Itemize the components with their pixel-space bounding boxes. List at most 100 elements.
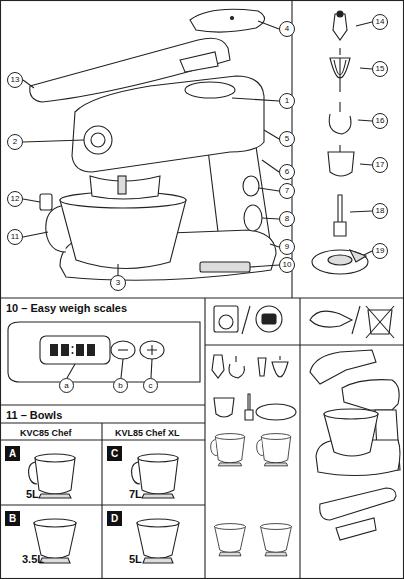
scales-illustration-part <box>121 359 123 378</box>
care-icons-part <box>219 315 233 329</box>
callout-number: 3 <box>116 279 120 287</box>
callout-circle: 1 <box>279 93 295 109</box>
mixer-head-up <box>310 350 400 540</box>
scales-illustration <box>8 322 200 382</box>
leader-lines-part <box>350 211 372 212</box>
callout-number: 16 <box>376 117 385 125</box>
letter-box: A <box>5 446 20 461</box>
leader-lines-part <box>232 98 279 101</box>
callout-number: 12 <box>11 195 20 203</box>
stand-mixer-part <box>185 82 235 98</box>
dishwasher-safe-parts-part <box>211 434 245 466</box>
dishwasher-safe-parts <box>211 355 296 556</box>
stand-mixer-part <box>72 76 264 172</box>
callout-number: 1 <box>285 97 289 105</box>
callout-circle: a <box>59 378 74 393</box>
leader-lines-part <box>23 140 84 142</box>
callout-circle: 11 <box>7 229 23 245</box>
care-icons-part <box>214 306 238 332</box>
callout-circle: 7 <box>279 183 295 199</box>
leader-lines-part <box>358 120 372 121</box>
leader-lines-part <box>117 264 118 275</box>
accessories-part <box>337 11 343 17</box>
mixer-head-up-part <box>336 518 376 540</box>
letter-box: D <box>107 511 122 526</box>
leader-lines-part <box>250 265 279 267</box>
stand-mixer-part <box>200 262 250 272</box>
scales-illustration-part <box>147 345 157 355</box>
leader-lines-part <box>360 164 372 165</box>
accessories-part <box>330 48 350 92</box>
callout-circle: 10 <box>279 257 295 273</box>
callout-number: b <box>118 382 122 390</box>
stand-mixer-part <box>118 176 126 194</box>
leader-lines-part <box>23 232 48 237</box>
callout-circle: 15 <box>372 61 388 77</box>
callout-circle: 9 <box>279 239 295 255</box>
bowl-letter: B <box>9 513 16 524</box>
callout-circle: 18 <box>372 203 388 219</box>
letter-box: C <box>107 446 122 461</box>
bowl-drawings-part <box>137 519 179 563</box>
callout-number: 15 <box>376 65 385 73</box>
care-icons-part <box>256 306 282 332</box>
leader-lines-part <box>259 188 279 191</box>
care-icons-part <box>366 306 394 338</box>
leader-lines-part <box>270 244 279 247</box>
stand-mixer-part <box>84 126 112 154</box>
bowl-drawings <box>29 454 179 563</box>
stand-mixer-part <box>190 9 265 32</box>
scales-illustration-part-part <box>76 344 84 356</box>
callout-number: 8 <box>285 215 289 223</box>
stand-mixer <box>30 9 276 280</box>
dishwasher-safe-parts-part <box>229 356 244 378</box>
leader-lines <box>23 21 372 275</box>
scales-illustration-part-part <box>72 352 74 354</box>
callout-circle: 19 <box>372 243 388 259</box>
stand-mixer-part <box>40 194 52 210</box>
care-icons <box>214 306 394 338</box>
callout-number: 5 <box>285 135 289 143</box>
leader-lines-part <box>258 21 279 29</box>
leader-lines-part <box>23 80 34 88</box>
mixer-head-up-part <box>324 409 378 419</box>
accessories-part <box>328 255 352 265</box>
care-icons-part <box>310 311 352 327</box>
callout-number: 11 <box>11 233 19 241</box>
scales-illustration-part <box>8 322 200 382</box>
capacity-label: 5L <box>26 488 39 500</box>
letter-box: B <box>5 511 20 526</box>
capacity-label: 3.5L <box>22 553 44 565</box>
callout-circle: 3 <box>110 275 126 291</box>
accessories-part <box>329 102 351 134</box>
accessories-part <box>333 14 347 40</box>
leader-lines-part <box>356 22 372 26</box>
dishwasher-safe-parts-part <box>261 524 292 556</box>
accessories-part <box>334 195 346 236</box>
callout-number: 9 <box>285 243 289 251</box>
callout-circle: b <box>113 378 128 393</box>
callout-number: 6 <box>285 168 289 176</box>
leader-lines-part <box>264 130 279 139</box>
panel-frames-part <box>0 404 205 405</box>
panel-heading: 11 – Bowls <box>6 409 62 421</box>
mixer-head-up-part <box>320 488 396 520</box>
scales-illustration-part <box>67 364 75 378</box>
dishwasher-safe-parts-part <box>257 434 291 466</box>
scales-illustration-part <box>151 359 152 378</box>
callout-number: 7 <box>285 187 289 195</box>
scales-illustration-part <box>118 349 128 350</box>
mixer-head-up-part <box>310 350 376 384</box>
callout-number: 4 <box>285 25 289 33</box>
scales-illustration-part <box>40 336 110 364</box>
panel: 10 – Easy weigh scalesabc <box>0 298 205 405</box>
callout-circle: 13 <box>7 72 23 88</box>
stand-mixer-part <box>46 206 66 252</box>
callout-number: 17 <box>376 161 385 169</box>
callout-number: 13 <box>11 76 20 84</box>
stand-mixer-part <box>90 176 160 199</box>
panel-frames-part <box>205 344 404 345</box>
